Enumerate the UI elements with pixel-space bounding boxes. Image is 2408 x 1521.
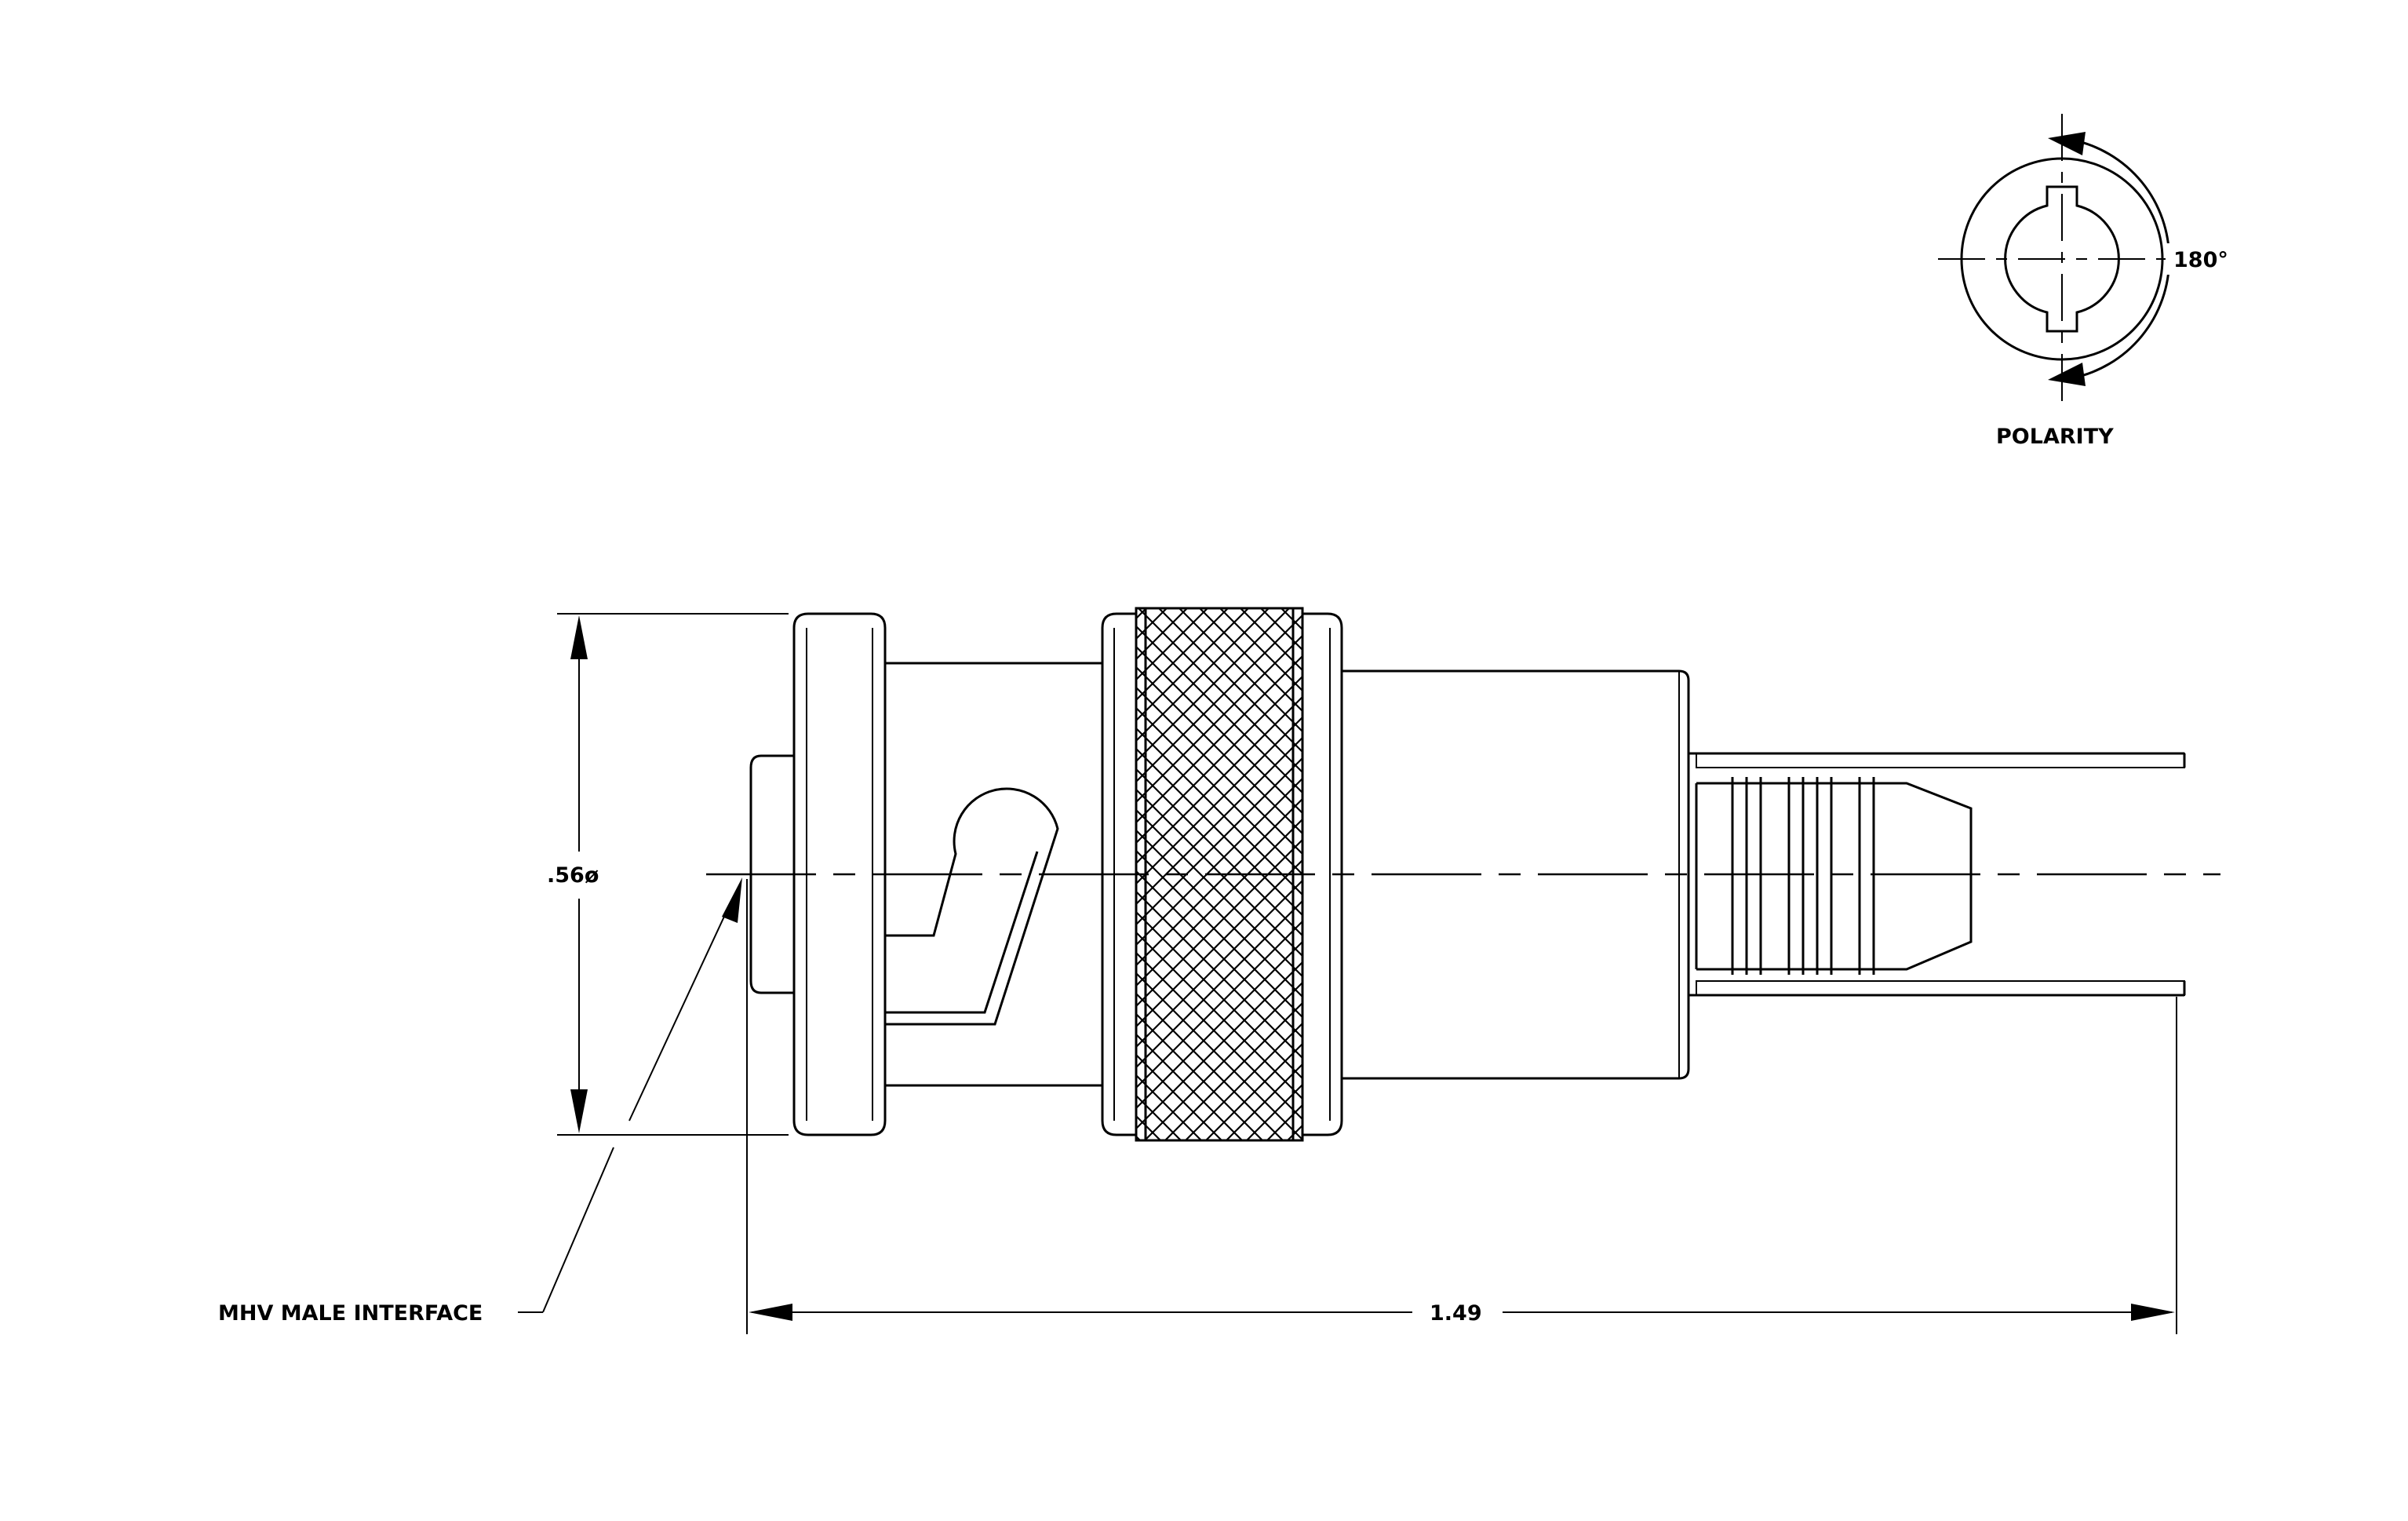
callout-leader-lower	[542, 1147, 614, 1313]
polarity-arrow-bottom	[2048, 363, 2086, 386]
bayonet-slot-inner	[885, 851, 1039, 1014]
polarity-view: 180° POLARITY	[1938, 114, 2235, 449]
polarity-arrow-top	[2048, 132, 2086, 155]
length-arrow-left	[749, 1304, 792, 1321]
length-dimension: 1.49	[746, 879, 2177, 1334]
front-flange	[792, 612, 887, 1136]
callout-arrow	[722, 877, 742, 923]
callout-leader-upper	[628, 895, 734, 1122]
angle-label-mask	[2166, 243, 2235, 275]
ribbed-support-sleeve	[1695, 777, 1973, 975]
coupling-nut-right-ring	[1301, 612, 1343, 1136]
polarity-keyed-bore	[2004, 185, 2120, 333]
polarity-label: POLARITY	[1996, 425, 2114, 449]
diameter-dimension: .56ø	[547, 613, 789, 1136]
ferrule-top-wall	[1696, 753, 2185, 768]
interface-callout: MHV MALE INTERFACE	[218, 877, 742, 1326]
bayonet-slot	[885, 787, 1059, 1026]
length-label: 1.49	[1430, 1301, 1482, 1326]
polarity-outer-circle	[1960, 157, 2164, 361]
interface-label: MHV MALE INTERFACE	[218, 1301, 483, 1326]
rear-body	[1342, 669, 1690, 1080]
polarity-angle-label: 180°	[2173, 248, 2228, 272]
diameter-label: .56ø	[547, 863, 599, 888]
diameter-arrow-bottom	[570, 1089, 588, 1133]
length-arrow-right	[2131, 1304, 2175, 1321]
connector-side-view	[706, 607, 2220, 1142]
diameter-arrow-top	[570, 615, 588, 659]
ferrule-bottom-wall	[1696, 980, 2185, 996]
